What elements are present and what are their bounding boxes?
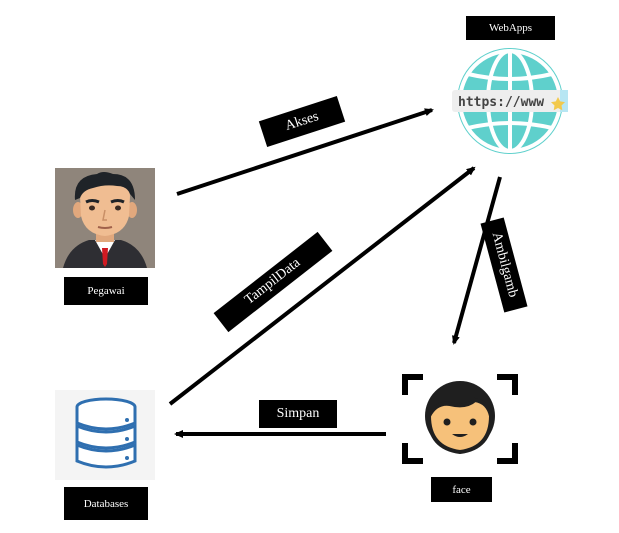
pegawai-label: Pegawai	[64, 277, 148, 305]
url-text: https://www	[458, 95, 544, 110]
edge-label-simpan: Simpan	[259, 400, 337, 428]
pegawai-node	[55, 168, 155, 268]
databases-node	[55, 390, 155, 480]
star-icon	[551, 97, 565, 111]
arrow-ambilgamb	[452, 176, 502, 345]
webapps-node: https://www	[440, 40, 580, 160]
arrow-akses	[176, 108, 434, 196]
arrow-tampildata	[168, 166, 476, 406]
webapps-label: WebApps	[466, 16, 555, 40]
databases-label: Databases	[64, 487, 148, 520]
face-scan-icon	[402, 374, 518, 464]
face-label: face	[431, 477, 492, 502]
employee-avatar	[55, 168, 155, 268]
database-icon	[75, 397, 137, 469]
globe-icon: https://www	[452, 48, 568, 154]
face-node	[400, 372, 520, 466]
